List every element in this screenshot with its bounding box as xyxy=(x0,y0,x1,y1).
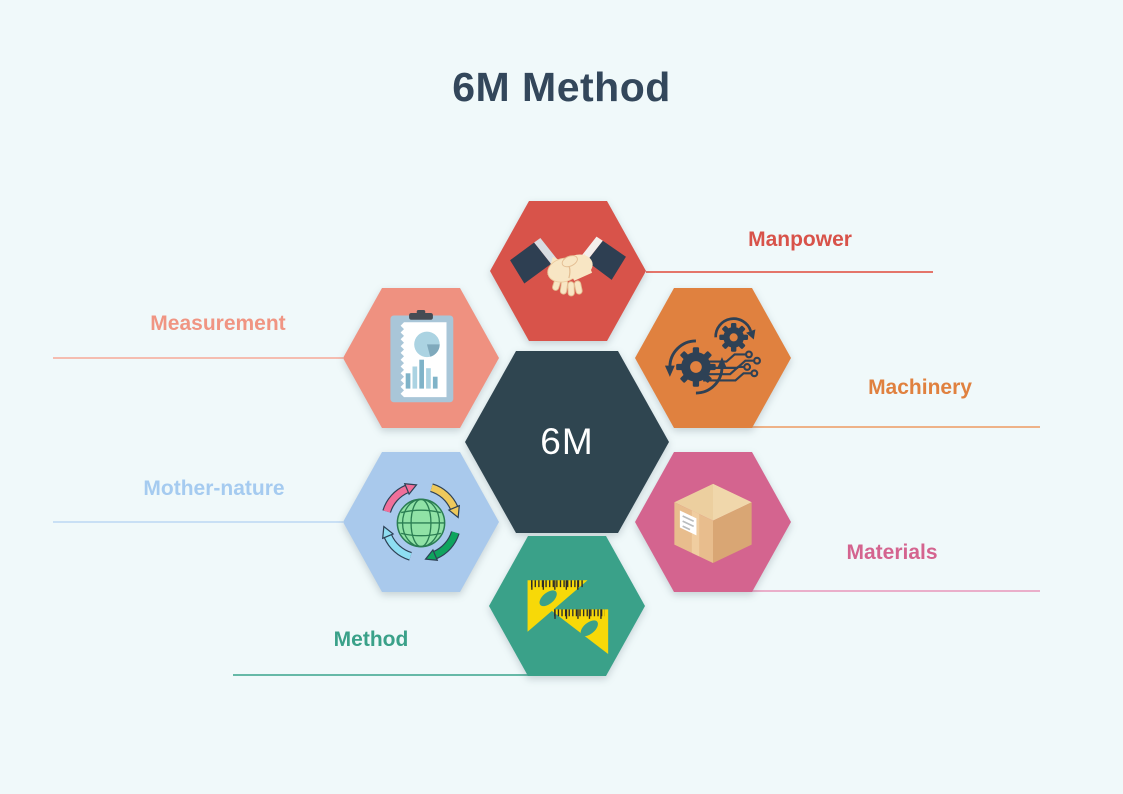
hexagon-method xyxy=(489,536,645,676)
label-machinery: Machinery xyxy=(868,376,972,399)
connector-line-method xyxy=(233,674,528,676)
hexagon-manpower xyxy=(490,201,646,341)
set-square-rulers-icon xyxy=(527,580,609,654)
connector-line-manpower xyxy=(646,271,933,273)
label-method: Method xyxy=(333,628,409,651)
connector-line-mother-nature xyxy=(53,521,343,523)
hexagon-mother-nature xyxy=(343,452,499,592)
hexagon-machinery-shape xyxy=(635,288,791,428)
hexagon-measurement xyxy=(343,288,499,428)
hexagon-method-shape xyxy=(489,536,645,676)
handshake-icon xyxy=(510,236,626,297)
hexagon-materials-shape xyxy=(635,452,791,592)
hexagon-materials xyxy=(635,452,791,592)
label-mother-nature: Mother-nature xyxy=(143,477,285,500)
label-materials: Materials xyxy=(846,541,938,564)
hexagon-center: 6M xyxy=(465,351,669,533)
connector-line-measurement xyxy=(53,357,343,359)
hexagon-measurement-shape xyxy=(343,288,499,428)
hexagon-manpower-shape xyxy=(490,201,646,341)
clipboard-chart-icon xyxy=(390,309,454,403)
center-label: 6M xyxy=(540,421,594,462)
label-measurement: Measurement xyxy=(150,312,286,335)
hexagon-machinery xyxy=(635,288,791,428)
label-manpower: Manpower xyxy=(748,228,852,251)
gears-circuit-icon xyxy=(664,317,761,395)
globe-recycle-icon xyxy=(381,482,461,562)
page-title: 6M Method xyxy=(452,64,671,110)
hexagon-center-shape: 6M xyxy=(465,351,669,533)
globe-recycle-icon-wrap xyxy=(343,452,499,592)
connector-line-machinery xyxy=(752,426,1040,428)
package-box-icon xyxy=(674,483,752,563)
connector-line-materials xyxy=(752,590,1040,592)
